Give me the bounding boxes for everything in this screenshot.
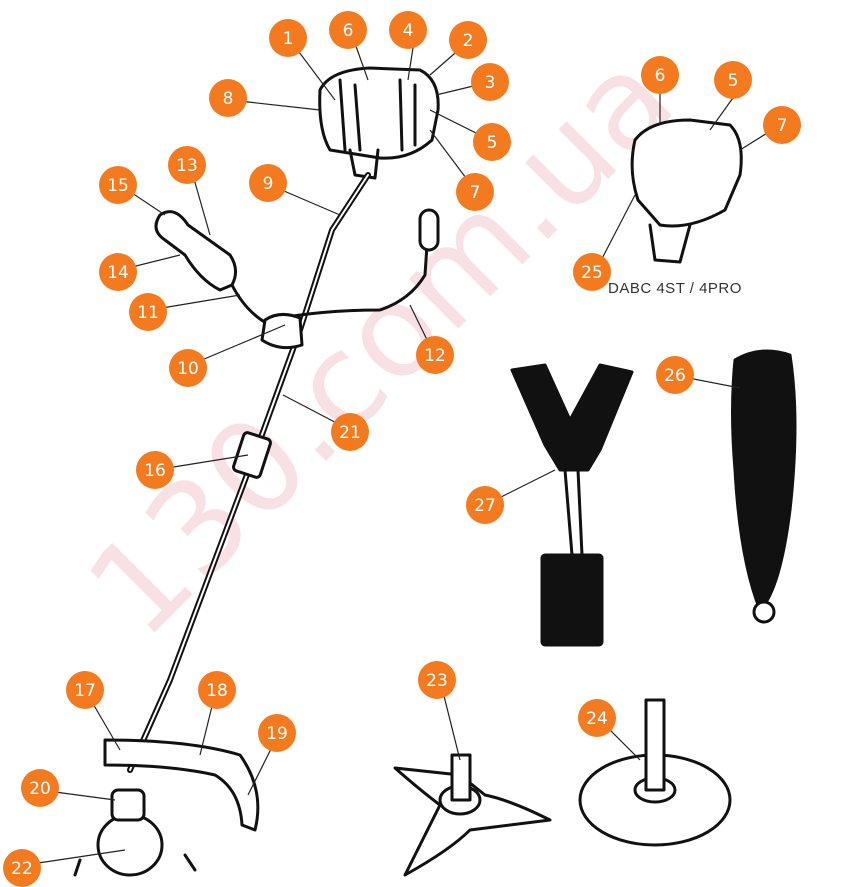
callout-23: 23 bbox=[418, 661, 456, 699]
callout-number: 6 bbox=[655, 66, 666, 86]
callout-number: 12 bbox=[424, 346, 446, 366]
callout-3: 3 bbox=[471, 63, 509, 101]
callout-9: 9 bbox=[249, 164, 287, 202]
callout-number: 4 bbox=[403, 21, 414, 41]
callout-24: 24 bbox=[578, 699, 616, 737]
callout-number: 17 bbox=[74, 681, 96, 701]
trimmer-head-illustration bbox=[75, 790, 195, 875]
callout-number: 5 bbox=[487, 133, 498, 153]
throttle-handle-illustration bbox=[156, 212, 282, 330]
callout-number: 10 bbox=[177, 359, 199, 379]
callout-1: 1 bbox=[269, 19, 307, 57]
strap-illustration bbox=[733, 351, 796, 610]
callout-18: 18 bbox=[198, 671, 236, 709]
callout-number: 20 bbox=[29, 779, 51, 799]
callout-13: 13 bbox=[168, 146, 206, 184]
callout-19: 19 bbox=[258, 714, 296, 752]
callout-6: 6 bbox=[329, 11, 367, 49]
harness-illustration bbox=[512, 365, 632, 645]
callout-number: 16 bbox=[144, 461, 166, 481]
callout-5: 5 bbox=[473, 123, 511, 161]
detail-callout-6: 6 bbox=[641, 56, 679, 94]
callout-14: 14 bbox=[99, 253, 137, 291]
callout-27: 27 bbox=[466, 486, 504, 524]
three-tooth-blade-illustration bbox=[395, 755, 550, 875]
callout-number: 8 bbox=[223, 89, 234, 109]
callout-20: 20 bbox=[21, 769, 59, 807]
callout-number: 18 bbox=[206, 681, 228, 701]
callout-number: 15 bbox=[107, 176, 129, 196]
callout-number: 9 bbox=[263, 174, 274, 194]
callout-number: 27 bbox=[474, 496, 496, 516]
callout-4: 4 bbox=[389, 11, 427, 49]
callout-number: 11 bbox=[137, 303, 159, 323]
callout-22: 22 bbox=[3, 849, 41, 887]
callout-number: 14 bbox=[107, 263, 129, 283]
detail-callout-7: 7 bbox=[763, 106, 801, 144]
callout-number: 23 bbox=[426, 671, 448, 691]
callout-number: 2 bbox=[463, 31, 474, 51]
callout-25: 25 bbox=[573, 253, 611, 291]
callout-12: 12 bbox=[416, 336, 454, 374]
callout-number: 21 bbox=[339, 423, 361, 443]
model-caption: DABC 4ST / 4PRO bbox=[608, 280, 742, 297]
callout-8: 8 bbox=[209, 79, 247, 117]
callout-number: 26 bbox=[664, 366, 686, 386]
callout-26: 26 bbox=[656, 356, 694, 394]
callout-16: 16 bbox=[136, 451, 174, 489]
callout-17: 17 bbox=[66, 671, 104, 709]
callout-11: 11 bbox=[129, 293, 167, 331]
callout-number: 25 bbox=[581, 263, 603, 283]
callout-number: 7 bbox=[470, 183, 481, 203]
callout-7: 7 bbox=[456, 173, 494, 211]
detail-callout-5: 5 bbox=[714, 61, 752, 99]
callout-10: 10 bbox=[169, 349, 207, 387]
callout-2: 2 bbox=[449, 21, 487, 59]
callout-number: 7 bbox=[777, 116, 788, 136]
engine-detail-illustration bbox=[632, 120, 741, 262]
callout-15: 15 bbox=[99, 166, 137, 204]
handlebar-illustration bbox=[270, 230, 428, 320]
callout-number: 5 bbox=[728, 71, 739, 91]
callout-number: 22 bbox=[11, 859, 33, 879]
callout-number: 3 bbox=[485, 73, 496, 93]
callout-number: 1 bbox=[283, 29, 294, 49]
callout-number: 13 bbox=[176, 156, 198, 176]
callout-21: 21 bbox=[331, 413, 369, 451]
engine-illustration bbox=[320, 68, 438, 178]
callout-number: 19 bbox=[266, 724, 288, 744]
callout-number: 24 bbox=[586, 709, 608, 729]
callout-number: 6 bbox=[343, 21, 354, 41]
